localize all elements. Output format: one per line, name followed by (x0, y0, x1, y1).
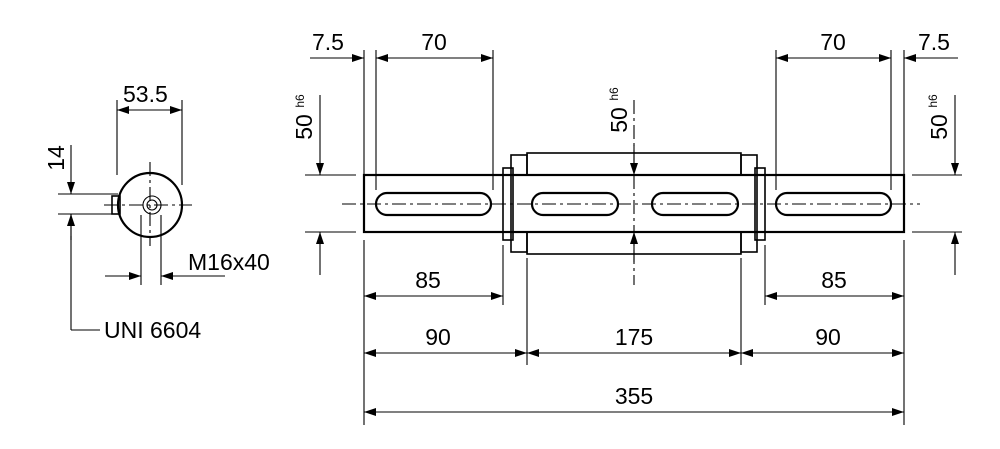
dim-left-offset-label: 7.5 (312, 29, 344, 55)
side-dim-thread: M16x40 (105, 215, 270, 285)
dim-center-dia-label: 50 (606, 107, 632, 133)
dim-14-label: 14 (43, 145, 69, 171)
dim-right-tol-label: h6 (926, 94, 940, 108)
dim-left-85-label: 85 (415, 267, 441, 293)
dim-total-row: 355 (364, 383, 904, 416)
standard-label: UNI 6604 (104, 317, 201, 343)
dim-left-dia-label: 50 (291, 114, 317, 140)
dim-right-diameter: 50 h6 (912, 94, 962, 275)
dim-right-dia-label: 50 (926, 114, 952, 140)
side-dim-53-5: 53.5 (116, 81, 183, 185)
dim-left-key-label: 70 (421, 29, 447, 55)
front-view: 7.5 70 70 7.5 50 h6 50 h6 (291, 29, 962, 425)
dim-right-offset-label: 7.5 (918, 29, 950, 55)
dim-total-label: 355 (615, 383, 653, 409)
standard-leader: UNI 6604 (70, 236, 201, 343)
dim-53-5-label: 53.5 (123, 81, 168, 107)
dim-left-diameter: 50 h6 (291, 94, 356, 275)
dim-90-175-row: 90 175 90 (364, 258, 904, 365)
side-view: 53.5 14 M16x40 UNI 6604 (43, 81, 270, 343)
shaft-end-circle (104, 162, 192, 246)
dim-right-key-label: 70 (820, 29, 846, 55)
dim-left-90-label: 90 (425, 324, 451, 350)
side-dim-14: 14 (43, 145, 118, 240)
dim-top-right: 70 7.5 (775, 29, 958, 190)
dim-85-row: 85 85 (363, 240, 905, 425)
dim-left-tol-label: h6 (293, 94, 307, 108)
dim-right-90-label: 90 (815, 324, 841, 350)
dim-right-85-label: 85 (821, 267, 847, 293)
dim-thread-label: M16x40 (188, 249, 270, 275)
dim-center-tol-label: h6 (607, 87, 621, 101)
dim-top-left: 7.5 70 (310, 29, 494, 190)
keyways (374, 191, 893, 217)
dim-center-diameter: 50 h6 (606, 87, 638, 262)
dim-center-175-label: 175 (615, 324, 653, 350)
